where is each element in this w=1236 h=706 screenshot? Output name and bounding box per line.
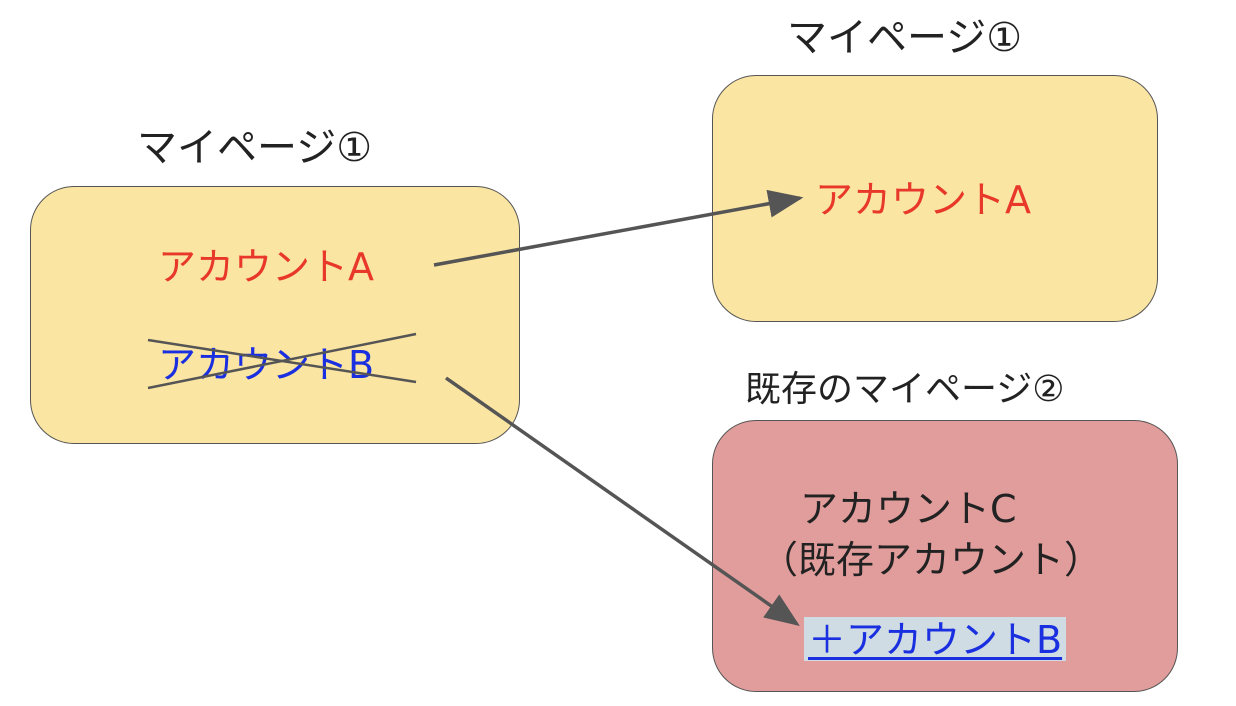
account-c-label: アカウントC [800, 487, 1017, 531]
left-mypage-box [30, 186, 520, 444]
left-account-b-label: アカウントB [158, 343, 375, 387]
bottom-right-box-title: 既存のマイページ② [745, 369, 1065, 410]
top-right-account-a-label: アカウントA [815, 178, 1031, 222]
left-account-a-label: アカウントA [158, 245, 374, 289]
left-box-title: マイページ① [137, 125, 373, 171]
added-account-b-label: ＋アカウントB [804, 617, 1067, 661]
top-right-box-title: マイページ① [787, 15, 1023, 61]
account-c-note: （既存アカウント） [760, 538, 1103, 582]
